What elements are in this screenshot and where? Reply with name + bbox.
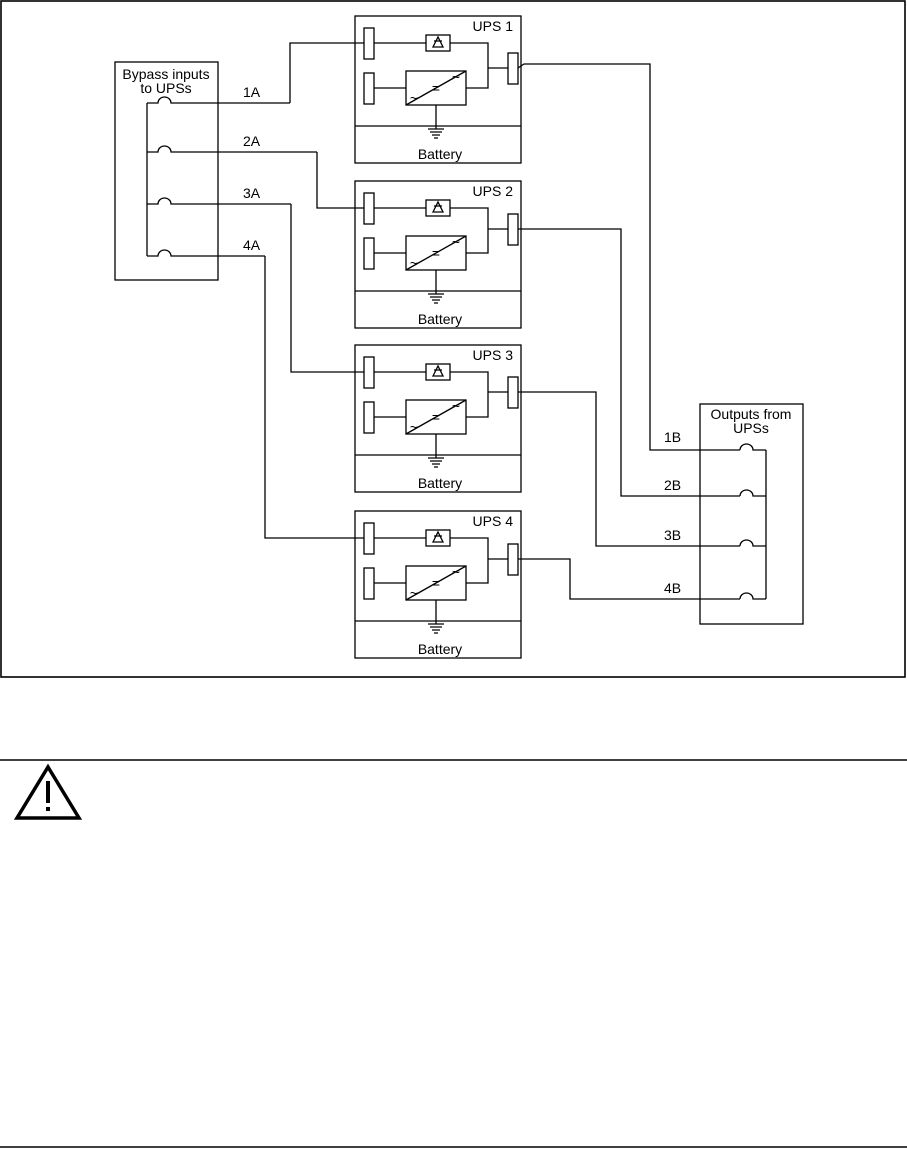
bypass-terminal-1A (147, 96, 290, 104)
output-label-2B: 2B (664, 477, 681, 493)
converter-symbol: = (432, 575, 440, 591)
bypass-box-label-line2: to UPSs (140, 80, 191, 96)
battery-label: Battery (418, 146, 462, 162)
output-terminal-3B (739, 539, 766, 547)
battery-label: Battery (418, 475, 462, 491)
outputs-box: Outputs from UPSs (699, 403, 804, 625)
wire-3B (518, 391, 740, 547)
wire-1A (289, 42, 364, 103)
outputs-box-label-line1: Outputs from (711, 406, 792, 422)
svg-text:~: ~ (410, 90, 418, 106)
converter-symbol: = (432, 409, 440, 425)
ups-unit-4: UPS 4 = ~ ~ Battery (354, 510, 522, 659)
svg-text:~: ~ (452, 234, 460, 250)
wire-2B (518, 228, 740, 497)
ups-unit-1: UPS 1 = ~ ~ Battery (354, 15, 522, 164)
wire-4B (518, 558, 740, 600)
svg-text:~: ~ (410, 255, 418, 271)
svg-text:~: ~ (410, 419, 418, 435)
svg-text:~: ~ (410, 585, 418, 601)
ups-title: UPS 2 (473, 183, 514, 199)
svg-text:~: ~ (452, 398, 460, 414)
output-label-3B: 3B (664, 527, 681, 543)
bypass-box-label-line1: Bypass inputs (122, 66, 209, 82)
converter-symbol: = (432, 245, 440, 261)
input-label-2A: 2A (243, 133, 261, 149)
ups-title: UPS 3 (473, 347, 514, 363)
input-label-3A: 3A (243, 185, 261, 201)
ups-title: UPS 1 (473, 18, 514, 34)
diagram-frame (0, 0, 906, 678)
bypass-inputs-box: Bypass inputs to UPSs (114, 61, 317, 281)
warning-triangle-icon (13, 763, 83, 820)
ups-unit-2: UPS 2 = ~ ~ Battery (354, 180, 522, 329)
bypass-terminal-4A (147, 249, 265, 257)
input-label-4A: 4A (243, 237, 261, 253)
output-label-1B: 1B (664, 429, 681, 445)
battery-label: Battery (418, 311, 462, 327)
bypass-terminal-3A (147, 197, 291, 205)
ups-title: UPS 4 (473, 513, 514, 529)
input-label-1A: 1A (243, 84, 261, 100)
svg-text:~: ~ (452, 69, 460, 85)
wire-4A (264, 256, 364, 539)
output-terminal-2B (739, 489, 766, 497)
battery-label: Battery (418, 641, 462, 657)
output-terminal-1B (739, 443, 766, 451)
bypass-terminal-2A (147, 145, 317, 153)
outputs-box-label-line2: UPSs (733, 420, 769, 436)
ups-unit-3: UPS 3 = ~ ~ Battery (354, 344, 522, 493)
output-label-4B: 4B (664, 580, 681, 596)
wire-3A (290, 204, 364, 373)
converter-symbol: = (432, 80, 440, 96)
svg-text:~: ~ (452, 564, 460, 580)
wire-2A (316, 152, 364, 209)
output-terminal-4B (739, 592, 766, 600)
wire-1B (517, 63, 740, 451)
